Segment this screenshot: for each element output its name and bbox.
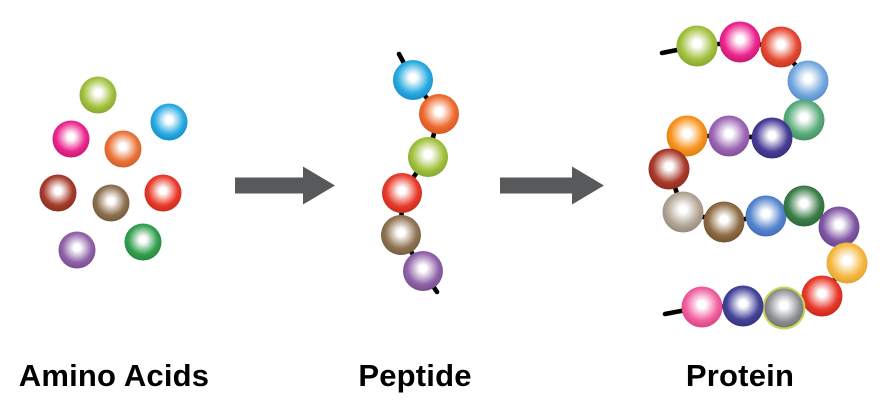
sphere-navy xyxy=(722,285,764,327)
sphere-amethyst xyxy=(708,115,750,157)
protein-group xyxy=(648,21,868,330)
sphere-indigo xyxy=(751,117,793,159)
sphere-red xyxy=(144,174,182,212)
sphere-orange xyxy=(104,130,142,168)
sphere-brick-red xyxy=(39,174,77,212)
sphere-soft-green xyxy=(783,99,825,141)
sphere-brown xyxy=(92,184,130,222)
sphere-red xyxy=(760,26,802,68)
sphere-brown xyxy=(381,215,421,255)
sphere-yellow-green xyxy=(408,137,448,177)
sphere-gray xyxy=(762,286,806,330)
sphere-cyan xyxy=(393,60,433,100)
sphere-green xyxy=(124,223,162,261)
sphere-gold-orange xyxy=(666,115,708,157)
sphere-yellow-green xyxy=(676,25,718,67)
sphere-purple xyxy=(403,251,443,291)
peptide-group xyxy=(381,51,459,295)
amino-acids-group xyxy=(39,76,188,269)
label-peptide: Peptide xyxy=(358,358,472,393)
sphere-dark-brown xyxy=(703,201,745,243)
sphere-orange xyxy=(419,94,459,134)
sphere-brick-red xyxy=(648,148,690,190)
sphere-dark-green xyxy=(783,185,825,227)
label-protein: Protein xyxy=(685,358,795,393)
sphere-light-blue xyxy=(787,60,829,102)
sphere-purple xyxy=(818,206,860,248)
sphere-purple xyxy=(58,231,96,269)
sphere-yellow-green xyxy=(79,76,117,114)
sphere-blue xyxy=(745,195,787,237)
sphere-red2 xyxy=(801,275,843,317)
arrows-group xyxy=(235,166,604,205)
sphere-amber xyxy=(826,242,868,284)
label-amino-acids: Amino Acids xyxy=(18,358,210,393)
sphere-pink xyxy=(681,286,723,328)
arrow-right-2-icon xyxy=(500,166,604,205)
sphere-taupe xyxy=(662,191,704,233)
sphere-magenta xyxy=(52,120,90,158)
arrow-right-1-icon xyxy=(235,166,335,205)
sphere-red xyxy=(382,173,422,213)
sphere-cyan xyxy=(150,103,188,141)
sphere-magenta xyxy=(719,21,761,63)
